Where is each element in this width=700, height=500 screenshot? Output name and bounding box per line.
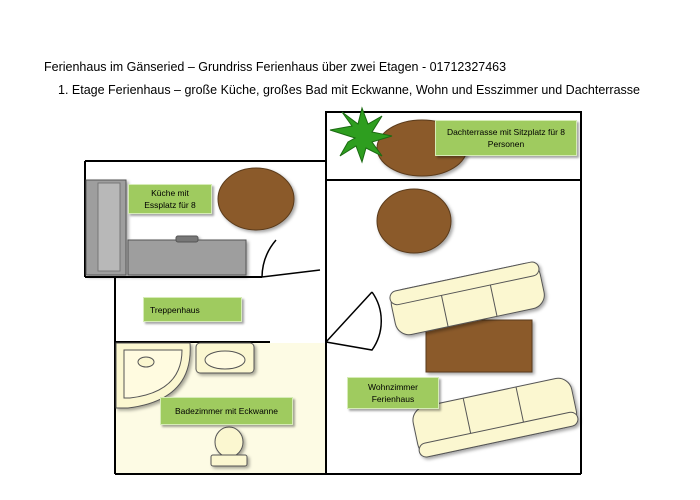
doors <box>261 239 382 351</box>
dining-table <box>376 188 452 254</box>
plant-icon <box>329 106 393 164</box>
counter-inner <box>97 182 121 272</box>
label-wohnzimmer-line2: Ferienhaus <box>371 394 415 404</box>
sofa-top <box>389 261 545 336</box>
bath-fixtures <box>115 342 255 467</box>
walls <box>84 111 582 475</box>
terrace-wall <box>325 111 582 181</box>
plan-subtitle: 1. Etage Ferienhaus – große Küche, große… <box>58 83 641 97</box>
label-kueche: Küche mit Essplatz für 8 <box>128 184 212 214</box>
label-badezimmer: Badezimmer mit Eckwanne <box>160 397 293 425</box>
label-treppenhaus: Treppenhaus <box>143 297 242 322</box>
kitchen-table <box>217 167 295 231</box>
sofas <box>389 261 579 458</box>
label-kueche-line1: Küche mit <box>151 188 189 198</box>
label-dachterrasse: Dachterrasse mit Sitzplatz für 8 Persone… <box>435 120 577 156</box>
kitchen-counters <box>85 179 247 276</box>
tables <box>217 119 533 373</box>
label-wohnzimmer: Wohnzimmer Ferienhaus <box>347 377 439 409</box>
label-kueche-line2: Essplatz für 8 <box>144 200 196 210</box>
sofa-bottom <box>412 377 579 458</box>
counter-top <box>127 239 247 276</box>
toilet <box>214 426 244 458</box>
plan-title: Ferienhaus im Gänseried – Grundriss Feri… <box>44 60 507 74</box>
coffee-table <box>425 319 533 373</box>
kitchen-door <box>261 239 321 278</box>
stove <box>175 235 199 243</box>
living-door <box>325 291 382 351</box>
label-wohnzimmer-line1: Wohnzimmer <box>368 382 418 392</box>
